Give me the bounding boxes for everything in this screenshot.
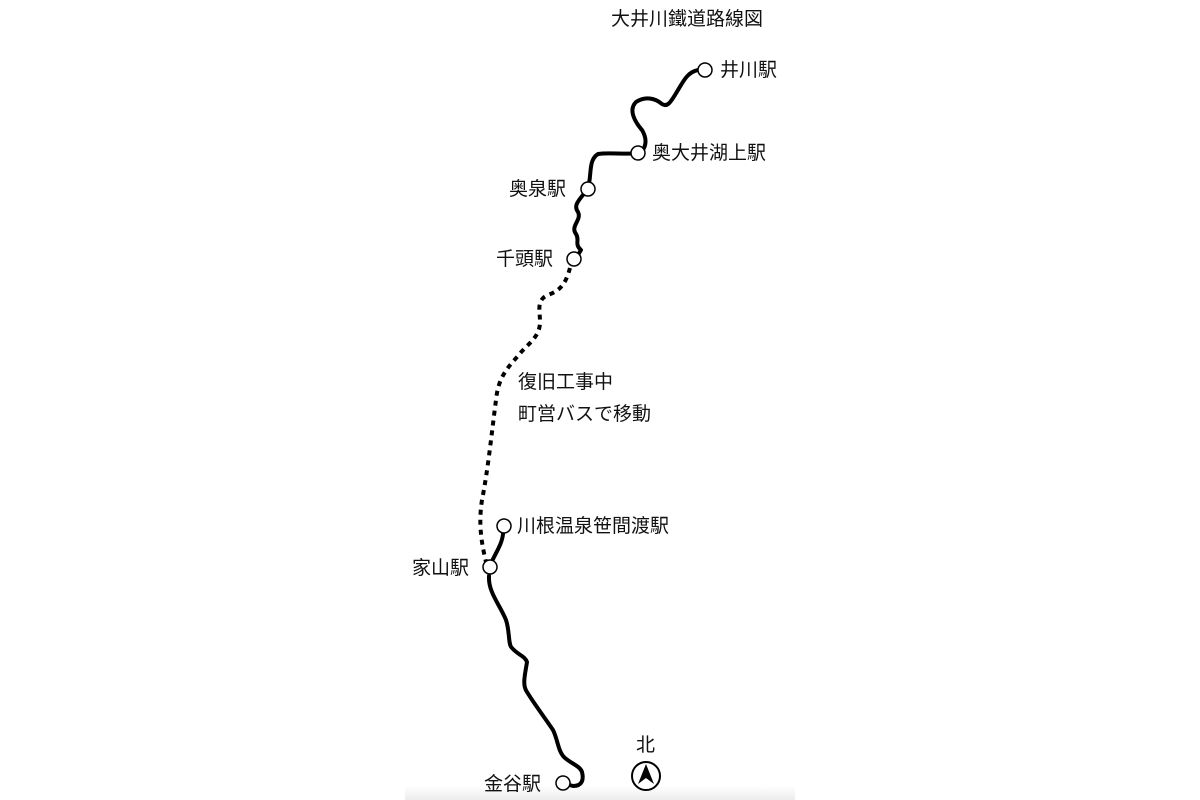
north-label: 北 <box>636 734 656 756</box>
line-ieyama-kanaya <box>486 574 585 788</box>
line-suspended-section <box>478 267 572 563</box>
station-senzu-label: 千頭駅 <box>496 248 554 270</box>
station-ikawa-label: 井川駅 <box>720 59 778 81</box>
station-kanaya-label: 金谷駅 <box>484 773 542 795</box>
station-okuizumi-label: 奥泉駅 <box>509 178 567 200</box>
notice-line1: 復旧工事中 <box>518 371 614 393</box>
station-senzu-marker[interactable] <box>566 251 582 267</box>
station-ieyama-marker[interactable] <box>482 559 498 575</box>
station-okuoikojo-marker[interactable] <box>630 145 646 161</box>
station-okuizumi-marker[interactable] <box>580 181 596 197</box>
north-arrow-icon <box>631 761 661 791</box>
station-ikawa-marker[interactable] <box>697 62 713 78</box>
map-title: 大井川鐵道路線図 <box>611 8 764 30</box>
station-ieyama-label: 家山駅 <box>412 557 470 579</box>
station-kanaya-marker[interactable] <box>555 775 571 791</box>
notice-line2: 町営バスで移動 <box>518 403 652 425</box>
station-okuoikojo-label: 奥大井湖上駅 <box>652 142 767 164</box>
station-kawane-label: 川根温泉笹間渡駅 <box>517 515 670 537</box>
line-ikawa-senzu <box>572 68 700 260</box>
station-kawane-marker[interactable] <box>496 518 512 534</box>
bottom-fade <box>405 786 795 800</box>
